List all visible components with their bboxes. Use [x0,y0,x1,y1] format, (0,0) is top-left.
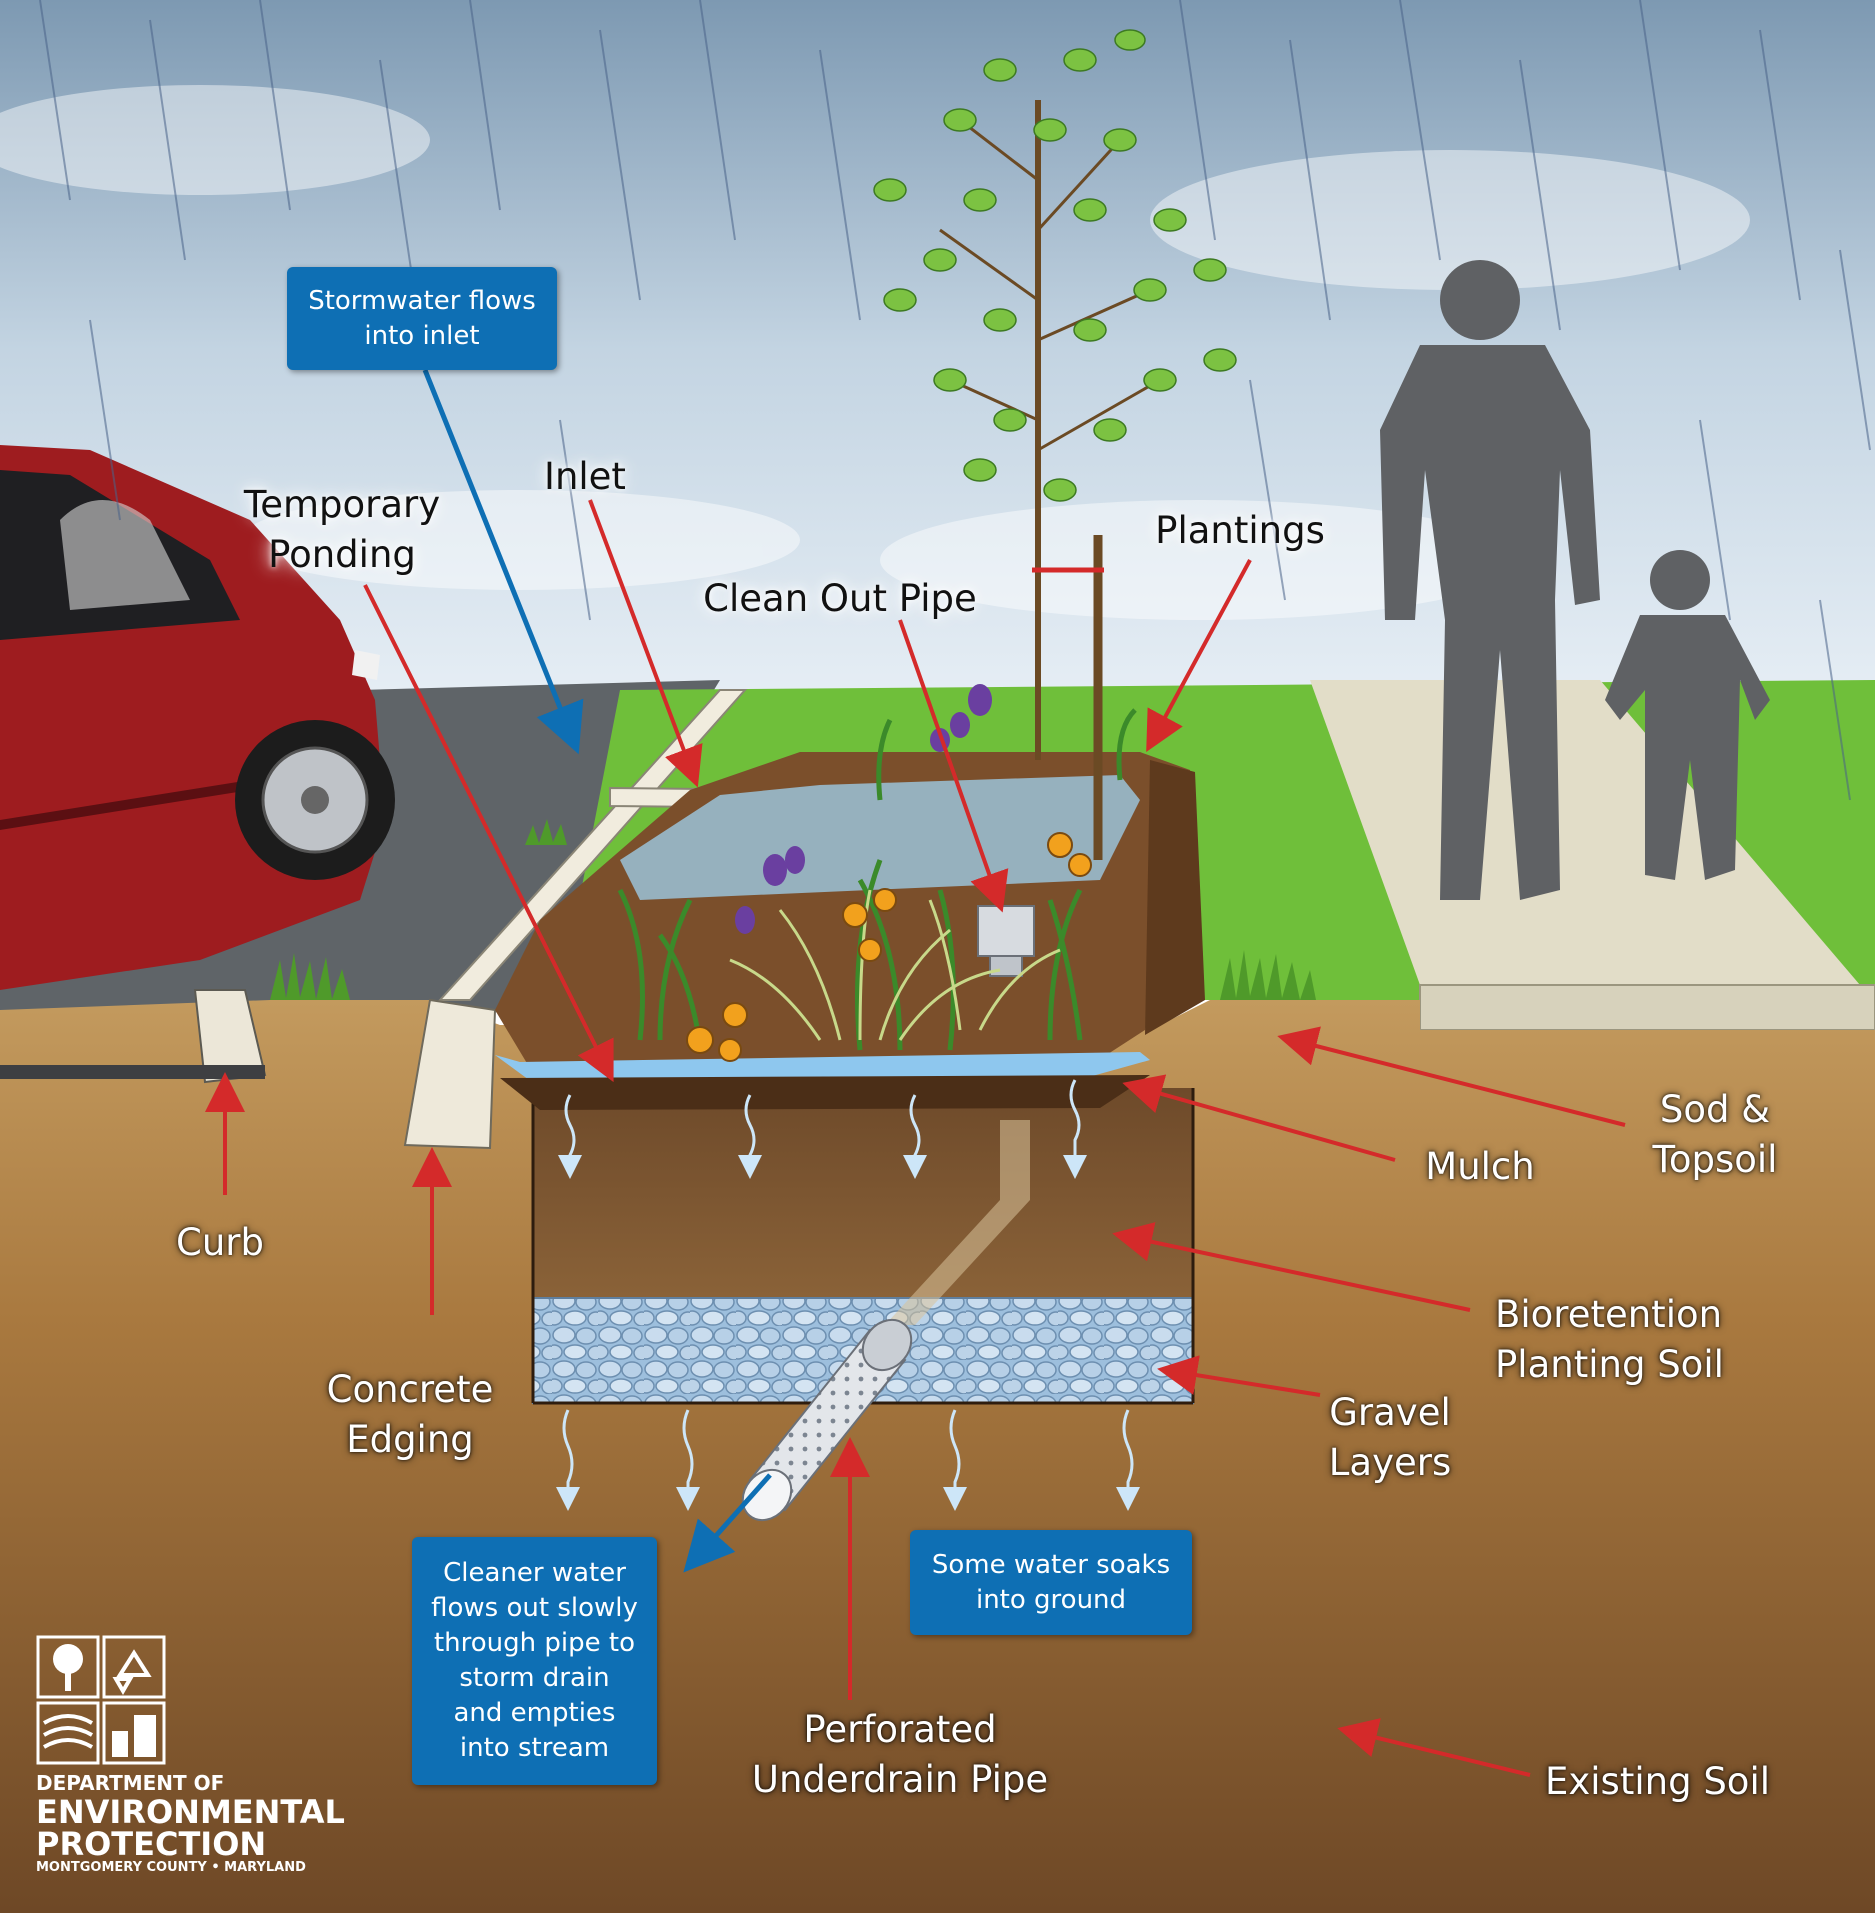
callout-stormwater-inlet: Stormwater flows into inlet [287,267,557,370]
clouds [0,85,1750,620]
dep-logo-mark [36,1635,166,1765]
label-mulch: Mulch [1425,1145,1535,1188]
logo-line2: ENVIRONMENTAL [36,1793,345,1831]
label-curb: Curb [176,1221,264,1264]
label-sod-topsoil: Sod & Topsoil [1652,1088,1778,1181]
ponding-water-surface [620,775,1140,900]
grass-tufts [270,819,1316,1000]
rain [39,0,1871,801]
plantings [617,684,1137,1062]
label-perforated-pipe: Perforated Underdrain Pipe [751,1708,1049,1801]
dep-logo: DEPARTMENT OF ENVIRONMENTAL PROTECTION M… [36,1635,345,1875]
mulch-layer [500,1075,1150,1110]
clean-out-cap [977,905,1035,957]
callout-cleaner-water: Cleaner water flows out slowly through p… [412,1537,657,1785]
concrete-edging-front [403,998,497,1150]
red-pointers [205,499,1626,1777]
logo-line1: DEPARTMENT OF [36,1771,225,1795]
label-concrete-edging: Concrete Edging [326,1368,494,1461]
curb-gutter [0,1065,265,1079]
car [0,445,395,990]
callout-soaks-ground: Some water soaks into ground [910,1530,1192,1635]
label-plantings: Plantings [1155,509,1325,552]
bioretention-soil-layer [533,1088,1193,1298]
label-temporary-ponding: Temporary Ponding [243,483,441,576]
clean-out-riser [885,1120,1030,1325]
logo-line4: MONTGOMERY COUNTY • MARYLAND [36,1860,306,1875]
blue-pointers [422,369,772,1573]
label-inlet: Inlet [544,455,626,498]
perforated-underdrain-pipe [741,1318,913,1522]
label-existing-soil: Existing Soil [1545,1760,1770,1803]
infiltration-arrows [556,1079,1140,1511]
logo-line3: PROTECTION [36,1825,267,1863]
bed-side-wall [1145,760,1205,1035]
sidewalk-edge [1419,984,1875,1031]
label-gravel-layers: Gravel Layers [1328,1391,1452,1484]
tree [873,29,1237,860]
people-silhouettes [1380,260,1770,900]
label-bioretention-soil: Bioretention Planting Soil [1495,1293,1724,1386]
label-clean-out-pipe: Clean Out Pipe [703,577,977,620]
